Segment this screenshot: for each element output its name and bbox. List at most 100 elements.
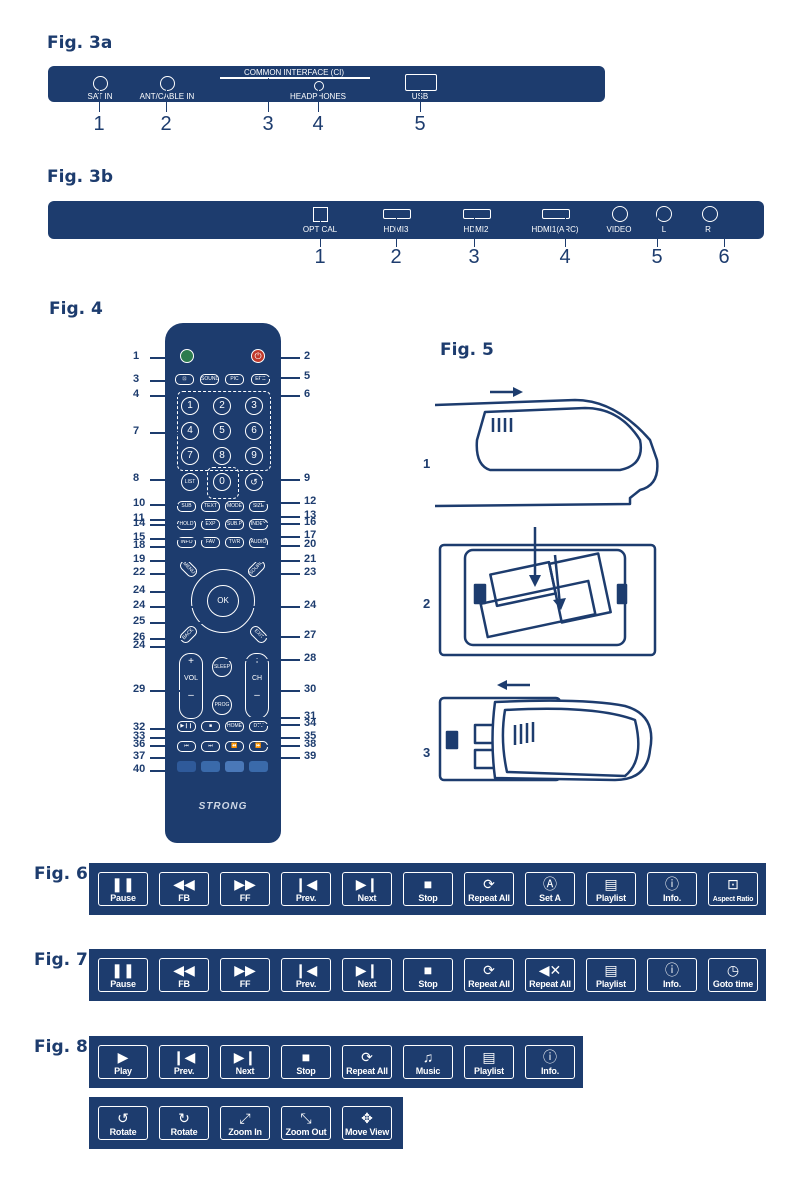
fast-forward-button[interactable]: ▶▶FF	[220, 872, 270, 906]
hold-key: HOLD	[177, 519, 196, 530]
prog-key: PROG	[212, 695, 232, 715]
dtv-key: DTV	[249, 721, 268, 732]
remote-callout-right-6: 16	[304, 516, 317, 528]
callout-line	[248, 536, 300, 538]
repeat-icon: ⟳	[483, 876, 495, 892]
remote-callout-left-18: 32	[133, 721, 146, 733]
fav-key: FAV	[201, 537, 220, 548]
home-key: HOME	[225, 721, 244, 732]
move-view-button[interactable]: ✥Move View	[342, 1106, 392, 1140]
fig7-control-bar: ❚❚Pause ◀◀FB ▶▶FF ❙◀Prev. ▶❙Next ■Stop ⟳Repeat…	[89, 949, 766, 1001]
fast-forward-button[interactable]: ▶▶FF	[220, 958, 270, 992]
audio-l-port	[656, 206, 672, 222]
callout-line	[150, 737, 203, 739]
callout-line	[238, 757, 300, 759]
next-button[interactable]: ▶❙Next	[342, 958, 392, 992]
previous-button[interactable]: ❙◀Prev.	[159, 1045, 209, 1079]
remote-callout-right-5: 13	[304, 509, 317, 521]
stop-button[interactable]: ■Stop	[281, 1045, 331, 1079]
button-label: Repeat All	[346, 1066, 388, 1076]
zoom-in-icon: ⤢	[239, 1110, 251, 1126]
button-label: Move View	[344, 1127, 390, 1137]
info-icon: ⓘ	[665, 876, 679, 892]
tvr-key: TV/R	[225, 537, 244, 548]
playlist-button[interactable]: ▤Playlist	[586, 872, 636, 906]
callout-line	[150, 479, 180, 481]
button-label: Set A	[539, 893, 561, 903]
button-label: FF	[239, 893, 251, 903]
digit-9-key: 9	[245, 447, 263, 465]
previous-key: ⏮	[177, 741, 196, 752]
callout-line	[150, 519, 205, 521]
fig3b-num-6: 6	[718, 246, 730, 268]
callout-line	[240, 395, 300, 397]
remote-callout-left-14: 25	[133, 615, 146, 627]
zoom-out-button[interactable]: ⤡Zoom Out	[281, 1106, 331, 1140]
epg-key: EPG	[251, 374, 270, 385]
digit-1-key: 1	[181, 397, 199, 415]
rotate-ccw-button[interactable]: ↺Rotate	[98, 1106, 148, 1140]
button-label: Next	[357, 893, 377, 903]
remote-callout-right-8: 20	[304, 538, 317, 550]
aspect-ratio-button[interactable]: ⊡Aspect Ratio	[708, 872, 758, 906]
remote-callout-left-11: 22	[133, 566, 146, 578]
remote-callout-left-19: 33	[133, 730, 146, 742]
stop-button[interactable]: ■Stop	[403, 872, 453, 906]
stop-icon: ■	[423, 962, 433, 978]
playlist-button[interactable]: ▤Playlist	[586, 958, 636, 992]
fig3a-back-panel: COMMON INTERFACE (CI) SAT IN ANT/CABLE I…	[48, 66, 605, 102]
clock-button[interactable]: ◷Goto time	[708, 958, 758, 992]
callout-line	[150, 638, 182, 640]
fig6-control-bar: ❚❚Pause ◀◀FB ▶▶FF ❙◀Prev. ▶❙Next ■Stop ⟳Repeat…	[89, 863, 766, 915]
mute-button[interactable]: ◀✕Repeat All	[525, 958, 575, 992]
previous-button[interactable]: ❙◀Prev.	[281, 872, 331, 906]
playlist-icon: ▤	[482, 1049, 496, 1065]
repeat-button[interactable]: ⟳Repeat All	[464, 958, 514, 992]
hdmi1-port	[542, 209, 570, 219]
callout-line	[267, 357, 300, 359]
zero-key-outline	[207, 467, 239, 499]
pause-button[interactable]: ❚❚Pause	[98, 958, 148, 992]
repeat-button[interactable]: ⟳Repeat All	[464, 872, 514, 906]
ant-cable-in-port	[160, 76, 175, 91]
rotate-cw-button[interactable]: ↻Rotate	[159, 1106, 209, 1140]
pause-button[interactable]: ❚❚Pause	[98, 872, 148, 906]
playlist-button[interactable]: ▤Playlist	[464, 1045, 514, 1079]
play-icon: ▶	[117, 1049, 129, 1065]
audio-l-label: L	[661, 225, 667, 234]
play-button[interactable]: ▶Play	[98, 1045, 148, 1079]
button-label: Stop	[418, 979, 438, 989]
callout-line	[150, 573, 180, 575]
repeat-button[interactable]: ⟳Repeat All	[342, 1045, 392, 1079]
previous-button[interactable]: ❙◀Prev.	[281, 958, 331, 992]
music-button[interactable]: ♫Music	[403, 1045, 453, 1079]
remote-callout-left-20: 36	[133, 738, 146, 750]
callout-line	[150, 728, 176, 730]
button-label: Info.	[663, 979, 681, 989]
remote-callout-left-10: 19	[133, 553, 146, 565]
fast-backward-button[interactable]: ◀◀FB	[159, 958, 209, 992]
fast-backward-button[interactable]: ◀◀FB	[159, 872, 209, 906]
callout-line	[262, 479, 300, 481]
remote-callout-left-17: 29	[133, 683, 146, 695]
button-label: Prev.	[295, 893, 317, 903]
fig-3b-title: Fig. 3b	[47, 167, 113, 187]
callout-line	[258, 724, 300, 726]
button-label: FB	[178, 893, 190, 903]
zoom-in-button[interactable]: ⤢Zoom In	[220, 1106, 270, 1140]
fig-5-title: Fig. 5	[440, 340, 494, 360]
green-key	[180, 349, 194, 363]
stop-button[interactable]: ■Stop	[403, 958, 453, 992]
fig3a-num-5: 5	[414, 113, 426, 135]
fig5-step-1: 1	[423, 456, 431, 471]
next-button[interactable]: ▶❙Next	[220, 1045, 270, 1079]
next-button[interactable]: ▶❙Next	[342, 872, 392, 906]
repeat-icon: ⟳	[483, 962, 495, 978]
remote-callout-left-2: 4	[133, 388, 140, 400]
fig3b-side-panel: OPTICAL HDMI3 HDMI2 HDMI1(ARC) VIDEO L R	[48, 201, 764, 239]
music-icon: ♫	[422, 1049, 434, 1065]
